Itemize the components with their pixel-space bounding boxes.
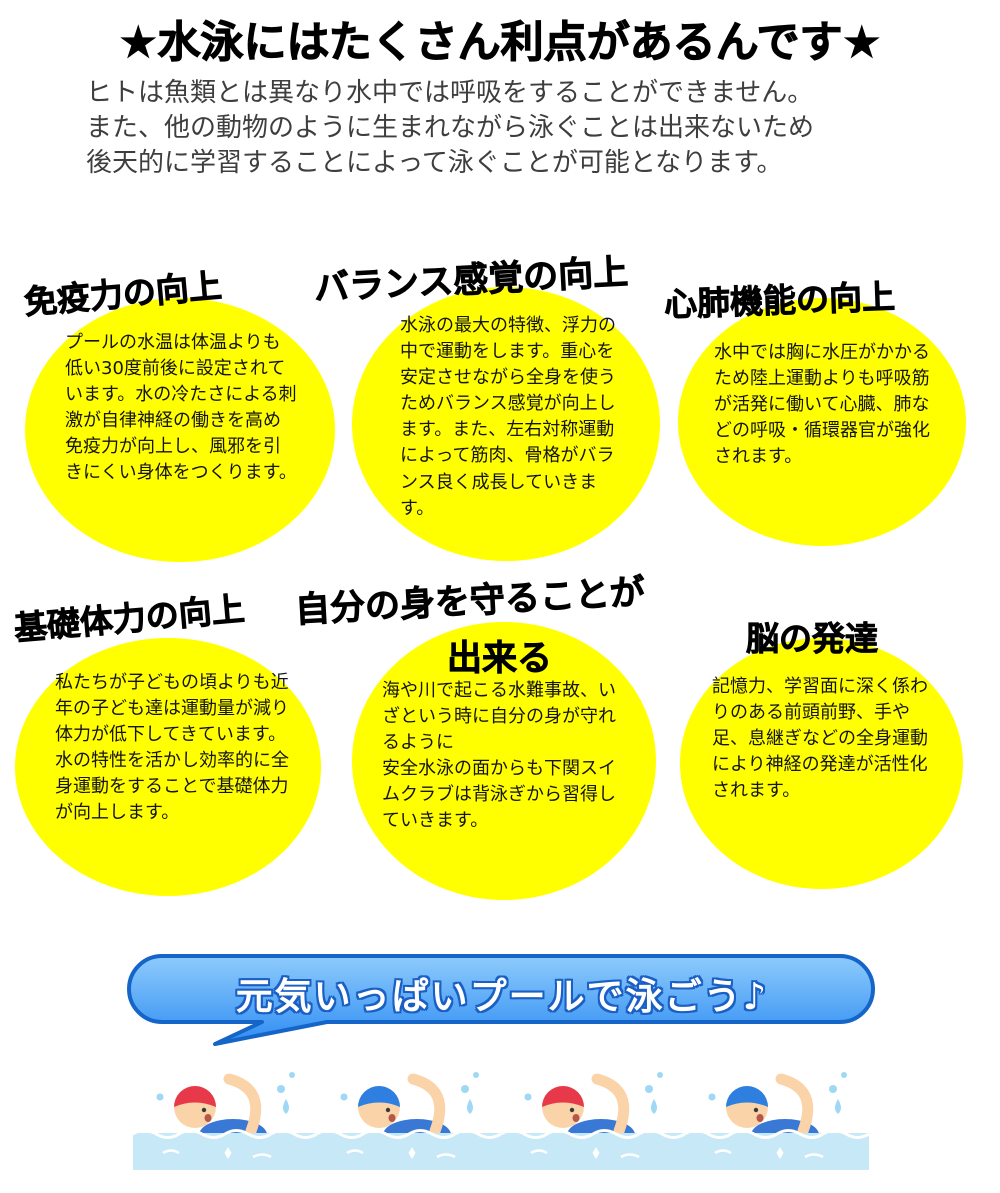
swimmer-mouth — [388, 1114, 396, 1122]
splash-droplet — [283, 1099, 289, 1114]
water-band — [317, 1133, 501, 1170]
water-wave — [714, 1149, 732, 1155]
benefit-circle-self-protection: 海や川で起こる水難事故、いざという時に自分の身が守れるように 安全水泳の面からも… — [352, 622, 656, 900]
intro-paragraph: ヒトは魚類とは異なり水中では呼吸をすることができません。 また、他の動物のように… — [86, 78, 815, 179]
splash-droplet — [829, 1085, 837, 1093]
swimmer-mouth — [204, 1114, 212, 1122]
benefit-body-cardio: 水中では胸に水圧がかかるため陸上運動よりも呼吸筋が活発に働いて心臓、肺などの呼吸… — [714, 342, 930, 468]
swimmer-eye — [385, 1107, 391, 1113]
benefit-body-self-protection: 海や川で起こる水難事故、いざという時に自分の身が守れるように 安全水泳の面からも… — [382, 680, 616, 832]
benefit-heading-cardio: 心肺機能の向上 — [663, 276, 896, 325]
speech-bubble-shape — [127, 954, 875, 1046]
water-sparkle — [408, 1147, 416, 1159]
benefit-circle-brain: 記憶力、学習面に深く係わりのある前頭前野、手や足、息継ぎなどの全身運動により神経… — [680, 638, 963, 889]
benefit-circle-immunity: プールの水温は体温よりも低い30度前後に設定されています。水の冷たさによる刺激が… — [25, 298, 335, 562]
water-wave — [162, 1149, 180, 1155]
swimmer-mouth — [756, 1114, 764, 1122]
splash-droplet — [461, 1085, 469, 1093]
swimmer-illustration — [133, 1072, 317, 1170]
water-wave — [133, 1129, 317, 1139]
swim-cap-icon — [358, 1086, 400, 1107]
speech-bubble-text: 元気いっぱいプールで泳ごう♪ — [235, 975, 769, 1018]
swimmer-illustration — [317, 1072, 501, 1170]
benefit-body-balance: 水泳の最大の特徴、浮力の中で運動をします。重心を安定させながら全身を使うためバラ… — [400, 315, 616, 519]
swimmer-arm — [591, 1073, 630, 1137]
water-band — [133, 1133, 317, 1170]
swimmer-arm — [407, 1073, 446, 1137]
water-wave — [346, 1149, 364, 1155]
speech-bubble: 元気いっぱいプールで泳ごう♪ — [122, 950, 882, 1050]
splash-droplet — [708, 1093, 716, 1101]
swim-cap-icon — [726, 1086, 768, 1107]
water-wave — [317, 1129, 501, 1139]
swimmer-arm — [775, 1073, 814, 1137]
water-band — [501, 1133, 685, 1170]
splash-droplet — [289, 1072, 295, 1078]
water-wave — [501, 1129, 685, 1139]
page-title: ★水泳にはたくさん利点があるんです★ — [118, 18, 882, 69]
splash-droplet — [645, 1085, 653, 1093]
swimmer-eye — [569, 1107, 575, 1113]
benefit-heading-balance: バランス感覚の向上 — [313, 252, 630, 309]
benefit-heading-fitness: 基礎体力の向上 — [12, 588, 247, 649]
swimmer-illustration — [685, 1072, 869, 1170]
splash-droplet — [651, 1099, 657, 1114]
water-sparkle — [592, 1147, 600, 1159]
benefit-heading-self-protection-2: 出来る — [447, 639, 553, 680]
splash-droplet — [277, 1085, 285, 1093]
splash-droplet — [657, 1072, 663, 1078]
benefit-body-brain: 記憶力、学習面に深く係わりのある前頭前野、手や足、息継ぎなどの全身運動により神経… — [712, 676, 928, 802]
water-wave — [685, 1129, 869, 1139]
water-wave — [804, 1153, 824, 1159]
benefit-body-fitness: 私たちが子どもの頃よりも近年の子ども達は運動量が減り体力が低下してきています。水… — [55, 672, 289, 824]
swimmer-arm — [223, 1073, 262, 1137]
benefit-circle-balance: 水泳の最大の特徴、浮力の中で運動をします。重心を安定させながら全身を使うためバラ… — [352, 287, 660, 561]
swim-cap-icon — [542, 1086, 584, 1107]
splash-droplet — [340, 1093, 348, 1101]
splash-droplet — [473, 1072, 479, 1078]
splash-droplet — [524, 1093, 532, 1101]
swimmer-illustration — [501, 1072, 685, 1170]
benefit-heading-brain: 脳の発達 — [746, 619, 879, 659]
benefit-heading-self-protection-1: 自分の身を守ることが — [294, 572, 646, 631]
water-sparkle — [224, 1147, 232, 1159]
splash-droplet — [841, 1072, 847, 1078]
water-sparkle — [776, 1147, 784, 1159]
benefit-body-immunity: プールの水温は体温よりも低い30度前後に設定されています。水の冷たさによる刺激が… — [65, 332, 297, 484]
splash-droplet — [467, 1099, 473, 1114]
water-wave — [530, 1149, 548, 1155]
swim-cap-icon — [174, 1086, 216, 1107]
water-wave — [252, 1153, 272, 1159]
benefit-circle-fitness: 私たちが子どもの頃よりも近年の子ども達は運動量が減り体力が低下してきています。水… — [15, 638, 321, 896]
splash-droplet — [156, 1093, 164, 1101]
water-wave — [620, 1153, 640, 1159]
swimmer-eye — [753, 1107, 759, 1113]
swimmer-mouth — [572, 1114, 580, 1122]
swimmers-illustration-row — [133, 1055, 869, 1170]
water-band — [685, 1133, 869, 1170]
splash-droplet — [835, 1099, 841, 1114]
swimmer-eye — [201, 1107, 207, 1113]
water-wave — [436, 1153, 456, 1159]
benefit-circle-cardio: 水中では胸に水圧がかかるため陸上運動よりも呼吸筋が活発に働いて心臓、肺などの呼吸… — [678, 298, 966, 546]
